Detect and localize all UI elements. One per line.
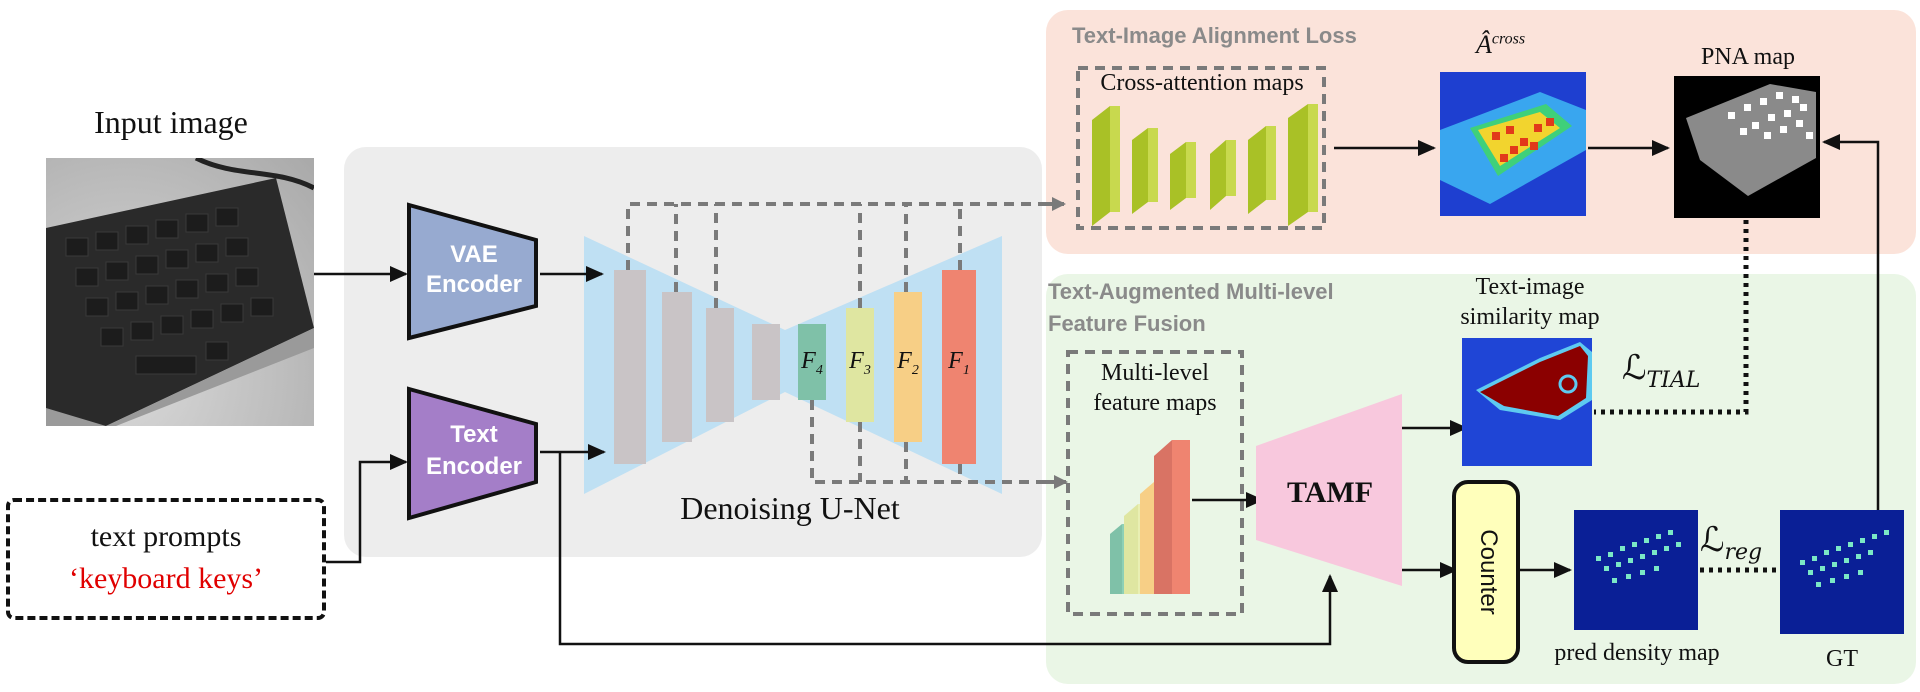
a-cross-superscript: cross: [1491, 30, 1526, 48]
reg-loss-label: ℒreg: [1700, 520, 1762, 565]
input-image: [46, 158, 314, 426]
unet-label: Denoising U-Net: [680, 490, 900, 526]
cross-attention-bars: [1092, 104, 1318, 226]
feature-f1-block: [942, 270, 976, 464]
cross-attention-box: [1076, 66, 1326, 230]
tial-loss-label: ℒTIAL: [1622, 348, 1700, 393]
unet-block-3: [706, 308, 734, 422]
counter-label: Counter: [1475, 529, 1502, 615]
feature-f2-block: [894, 292, 922, 442]
gt-map: [1780, 510, 1904, 634]
feature-f1-label: F1F1: [948, 348, 970, 378]
pna-map: [1674, 76, 1820, 218]
vae-encoder-shape: [407, 202, 538, 341]
unet-block-1: [614, 270, 646, 464]
tamf-shape: [1256, 394, 1402, 586]
counter-box: [1452, 480, 1520, 664]
similarity-map: [1462, 338, 1592, 466]
vae-encoder-label-line2: Encoder: [425, 271, 523, 298]
text-prompt-line2: ‘keyboard keys’: [68, 562, 264, 595]
multilevel-label-line2: feature maps: [1093, 390, 1217, 416]
fusion-section-title-line1: Text-Augmented Multi-level: [1048, 279, 1334, 304]
pred-density-label: pred density map: [1554, 640, 1720, 666]
similarity-label-line1: Text-image: [1475, 274, 1585, 300]
reg-loss-symbol: ℒ: [1700, 520, 1725, 560]
a-cross-symbol: Â: [1476, 30, 1492, 59]
tial-loss-symbol: ℒ: [1622, 348, 1647, 388]
tial-loss-subscript: TIAL: [1646, 367, 1701, 393]
fusion-section-title-line2: Feature Fusion: [1048, 311, 1206, 336]
alignment-section-title: Text-Image Alignment Loss: [1072, 23, 1357, 48]
multilevel-stack: [1110, 440, 1190, 594]
feature-f4-block: [798, 324, 826, 400]
text-encoder-label-line1: Text: [450, 421, 498, 448]
unet-block-2: [662, 292, 692, 442]
vae-encoder-label-line1: VAE: [450, 241, 498, 268]
text-prompt-box: [6, 498, 326, 620]
tamf-label: TAMF: [1286, 476, 1374, 509]
keyboard-photo-icon: [46, 158, 314, 426]
text-encoder-label-line2: Encoder: [425, 453, 523, 480]
unet-block-4: [752, 324, 780, 400]
pred-density-map: [1574, 510, 1698, 630]
multilevel-label-line1: Multi-level: [1101, 360, 1209, 386]
input-image-title: Input image: [94, 104, 248, 140]
cross-attention-label: Cross-attention maps: [1100, 70, 1304, 96]
feature-f2-label: F2F2: [897, 348, 919, 378]
similarity-label-line2: similarity map: [1460, 304, 1600, 330]
reg-loss-subscript: reg: [1724, 539, 1763, 565]
tial-loss-link: [1594, 220, 1749, 415]
feature-f4-label: F4F4: [801, 348, 823, 378]
feature-f3-block: [846, 308, 874, 422]
a-cross-label: Âcross: [1476, 30, 1525, 60]
text-encoder-shape: [407, 386, 538, 521]
feature-f3-label: F3F3: [849, 348, 871, 378]
pna-map-label: PNA map: [1700, 44, 1795, 70]
multilevel-box: [1066, 350, 1244, 616]
gt-label: GT: [1826, 646, 1858, 672]
a-cross-heatmap: [1440, 72, 1586, 216]
text-prompt-line1: text prompts: [90, 520, 242, 553]
